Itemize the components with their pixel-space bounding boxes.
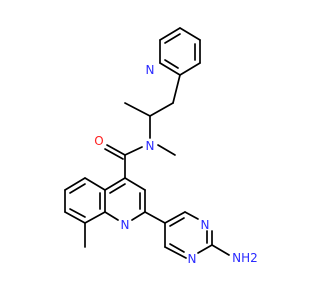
- quinoline-nitrogen-label: N: [121, 218, 130, 232]
- carbonyl-oxygen-label: O: [94, 134, 103, 148]
- pyrimidine-nitrogen-bottom-label: N: [188, 252, 197, 266]
- bond-layer: [64, 27, 230, 259]
- atom-label-layer: N O N N N N NH2: [94, 63, 258, 266]
- pyrimidine-nitrogen-top-label: N: [201, 218, 210, 232]
- amide-nitrogen-label: N: [146, 139, 155, 153]
- molecule-structure: N O N N N N NH2: [64, 27, 258, 266]
- pyridine-nitrogen-label: N: [146, 63, 155, 77]
- amine-group-label: NH2: [232, 251, 258, 265]
- structure-canvas: N O N N N N NH2: [64, 27, 258, 266]
